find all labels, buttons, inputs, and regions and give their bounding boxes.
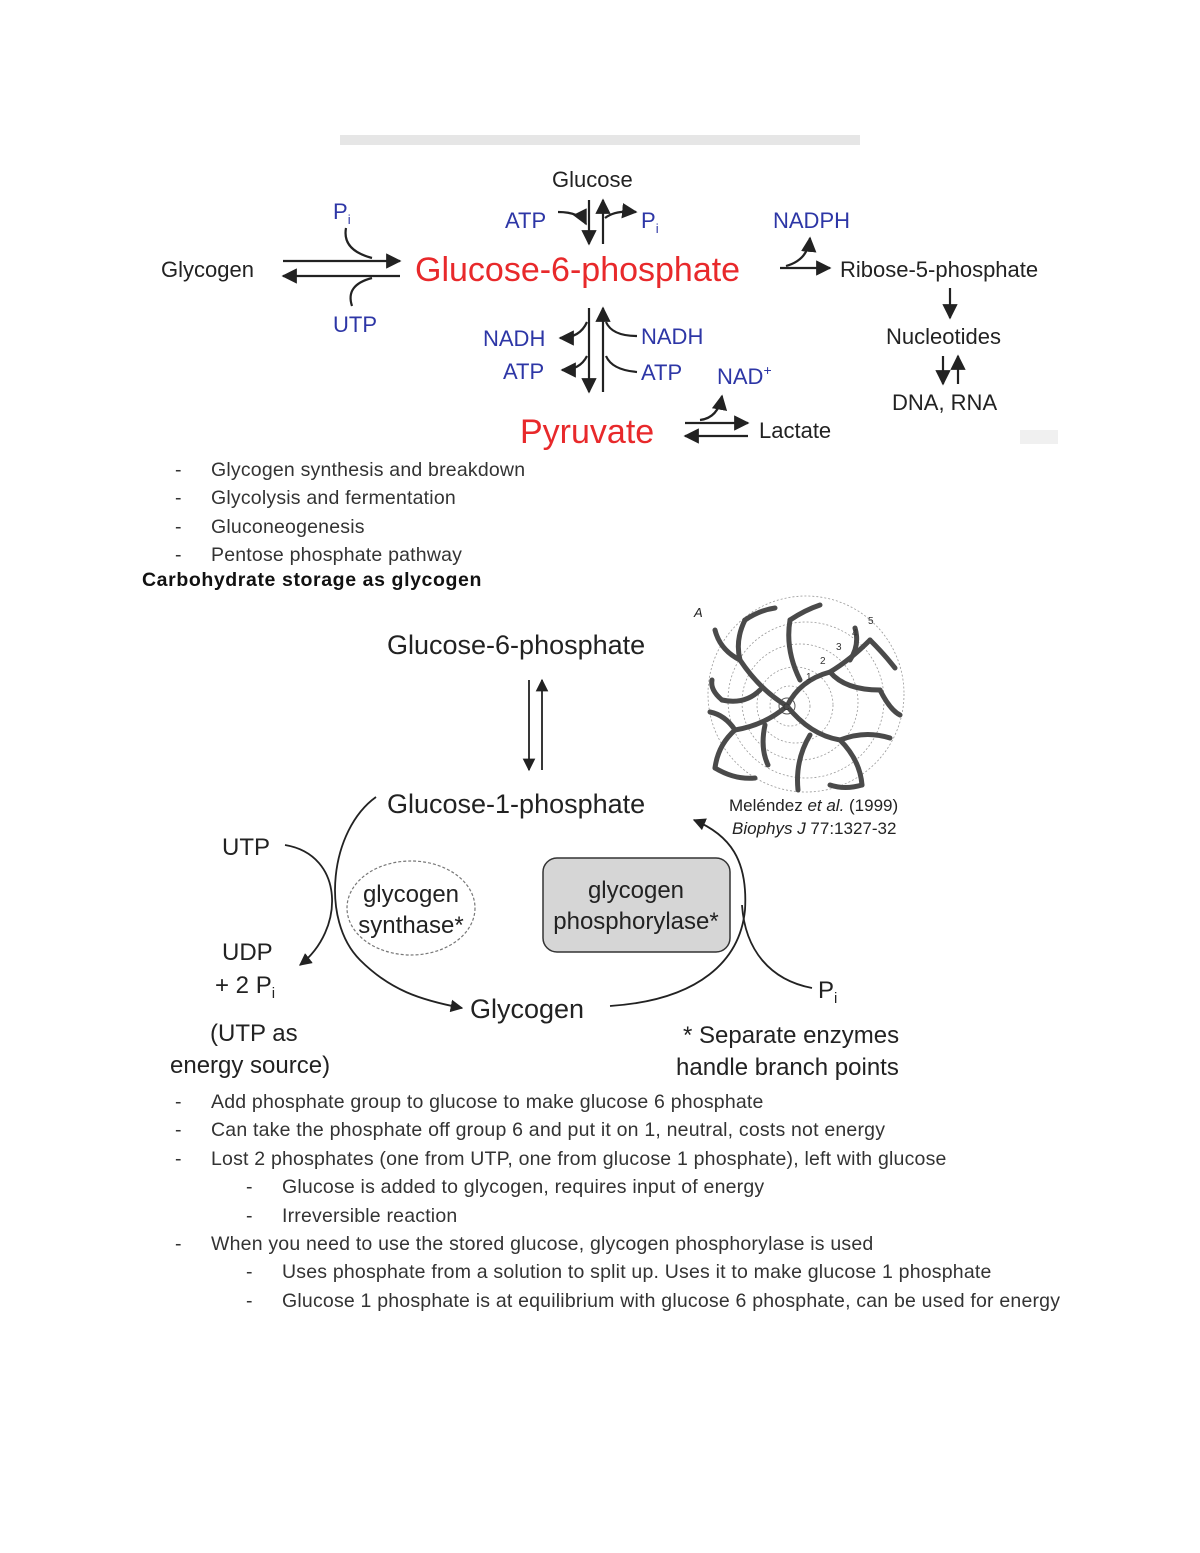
lactate-label: Lactate <box>759 418 831 443</box>
branch-label: C <box>783 702 790 712</box>
list-item: When you need to use the stored glucose,… <box>0 1230 1062 1259</box>
utp-note-1: (UTP as <box>210 1020 298 1047</box>
note-1: * Separate enzymes <box>683 1022 899 1049</box>
nadh-right-label: NADH <box>641 324 703 349</box>
atp-right-label: ATP <box>641 360 682 385</box>
atp-in-label: ATP <box>505 208 546 233</box>
phosphorylase-label-2: phosphorylase* <box>553 908 718 935</box>
utp-note-2: energy source) <box>170 1052 330 1079</box>
list-item: Glucose is added to glycogen, requires i… <box>0 1173 1062 1202</box>
pyruvate-label: Pyruvate <box>520 413 654 451</box>
topics-list: Glycogen synthesis and breakdown Glycoly… <box>0 456 525 570</box>
pi-label: Pi <box>818 977 837 1007</box>
synthase-label-1: glycogen <box>363 881 459 908</box>
citation-line-1: Meléndez et al. (1999) <box>729 796 898 815</box>
list-item: Glucose 1 phosphate is at equilibrium wi… <box>0 1287 1062 1316</box>
g6p-title: Glucose-6-phosphate <box>387 630 645 660</box>
glycogen-particle-image: A <box>693 595 905 793</box>
glycogen-synthase-ellipse <box>346 860 476 956</box>
list-item: Add phosphate group to glucose to make g… <box>0 1088 1062 1117</box>
pi-out-label: Pi <box>641 208 659 236</box>
metabolic-pathway-diagram: Glucose ATP Pi NADPH Pi Glycogen UTP Glu… <box>161 135 1058 451</box>
citation-line-2: Biophys J 77:1327-32 <box>732 819 896 838</box>
branch-label: 3 <box>836 642 842 653</box>
cropped-title-remnant <box>340 135 860 145</box>
branch-label: 4 <box>852 628 858 639</box>
glycogen-label: Glycogen <box>470 994 584 1024</box>
section-heading: Carbohydrate storage as glycogen <box>142 569 482 591</box>
nad-label: NAD+ <box>717 362 772 389</box>
branch-label: 5 <box>868 616 874 627</box>
nadh-left-label: NADH <box>483 326 545 351</box>
branch-label: 1 <box>806 672 812 683</box>
g6p-label: Glucose-6-phosphate <box>415 251 740 289</box>
g1p-title: Glucose-1-phosphate <box>387 789 645 819</box>
note-2: handle branch points <box>676 1054 899 1081</box>
dna-rna-label: DNA, RNA <box>892 390 997 415</box>
synthase-label-2: synthase* <box>358 912 463 939</box>
phosphorylase-label-1: glycogen <box>588 877 684 904</box>
atp-left-label: ATP <box>503 359 544 384</box>
nucleotides-label: Nucleotides <box>886 324 1001 349</box>
panel-letter: A <box>693 605 703 620</box>
list-item: Glycogen synthesis and breakdown <box>0 456 525 485</box>
list-item: Irreversible reaction <box>0 1202 1062 1231</box>
fig1-edge-mark <box>1020 430 1058 444</box>
glucose-label: Glucose <box>552 167 633 192</box>
nadph-label: NADPH <box>773 208 850 233</box>
fig1-arrows <box>281 198 966 444</box>
plus-2pi-label: + 2 Pi <box>215 972 275 1002</box>
pi-left-label: Pi <box>333 199 351 227</box>
utp-label: UTP <box>222 834 270 861</box>
list-item: Uses phosphate from a solution to split … <box>0 1258 1062 1287</box>
branch-label: 2 <box>820 656 826 667</box>
list-item: Lost 2 phosphates (one from UTP, one fro… <box>0 1145 1062 1174</box>
glycogen-phosphorylase-box <box>542 857 731 953</box>
list-item: Can take the phosphate off group 6 and p… <box>0 1116 1062 1145</box>
utp-label: UTP <box>333 312 377 337</box>
r5p-label: Ribose-5-phosphate <box>840 257 1038 282</box>
glycogen-label: Glycogen <box>161 257 254 282</box>
glycogen-cycle-diagram: Glucose-6-phosphate Glucose-1-phosphate … <box>170 595 905 1081</box>
fig2-arrows <box>284 678 813 1013</box>
list-item: Gluconeogenesis <box>0 513 525 542</box>
notes-list: Add phosphate group to glucose to make g… <box>0 1088 1062 1316</box>
list-item: Glycolysis and fermentation <box>0 484 525 513</box>
list-item: Pentose phosphate pathway <box>0 541 525 570</box>
udp-label: UDP <box>222 939 273 966</box>
